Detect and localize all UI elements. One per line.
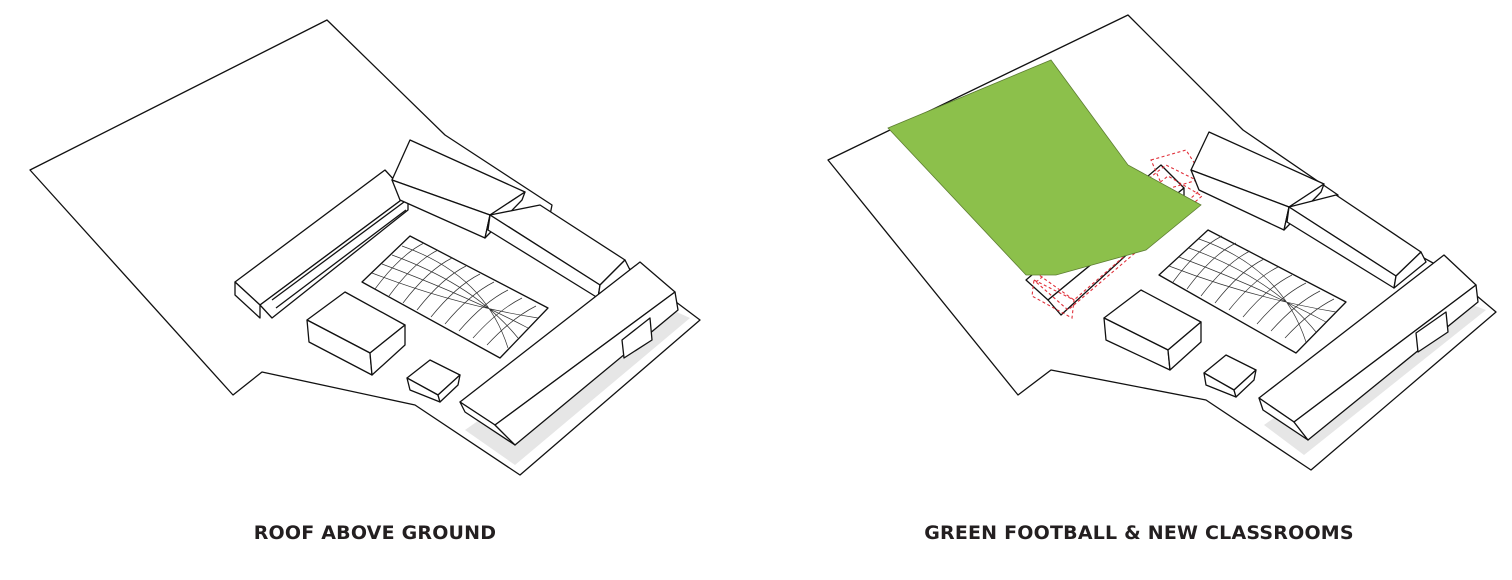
court-grid xyxy=(1158,229,1347,354)
panel-roof-above-ground: ROOF ABOVE GROUND xyxy=(29,19,701,544)
small-hut xyxy=(1203,354,1257,398)
small-block-building xyxy=(306,291,406,376)
top-building xyxy=(391,139,526,239)
court-grid xyxy=(361,235,549,359)
right-long-building xyxy=(1286,194,1427,289)
green-football-diagram xyxy=(827,14,1497,471)
green-football-field xyxy=(887,59,1202,276)
caption-roof-above-ground: ROOF ABOVE GROUND xyxy=(253,522,497,544)
caption-green-football: GREEN FOOTBALL & NEW CLASSROOMS xyxy=(924,522,1354,544)
small-block-building xyxy=(1103,289,1202,371)
front-long-building xyxy=(459,261,679,446)
left-long-building xyxy=(234,169,409,319)
roof-above-ground-diagram xyxy=(29,19,701,476)
panel-green-football: GREEN FOOTBALL & NEW CLASSROOMS xyxy=(756,0,1512,580)
small-hut xyxy=(406,359,461,403)
front-long-building xyxy=(1258,254,1479,441)
